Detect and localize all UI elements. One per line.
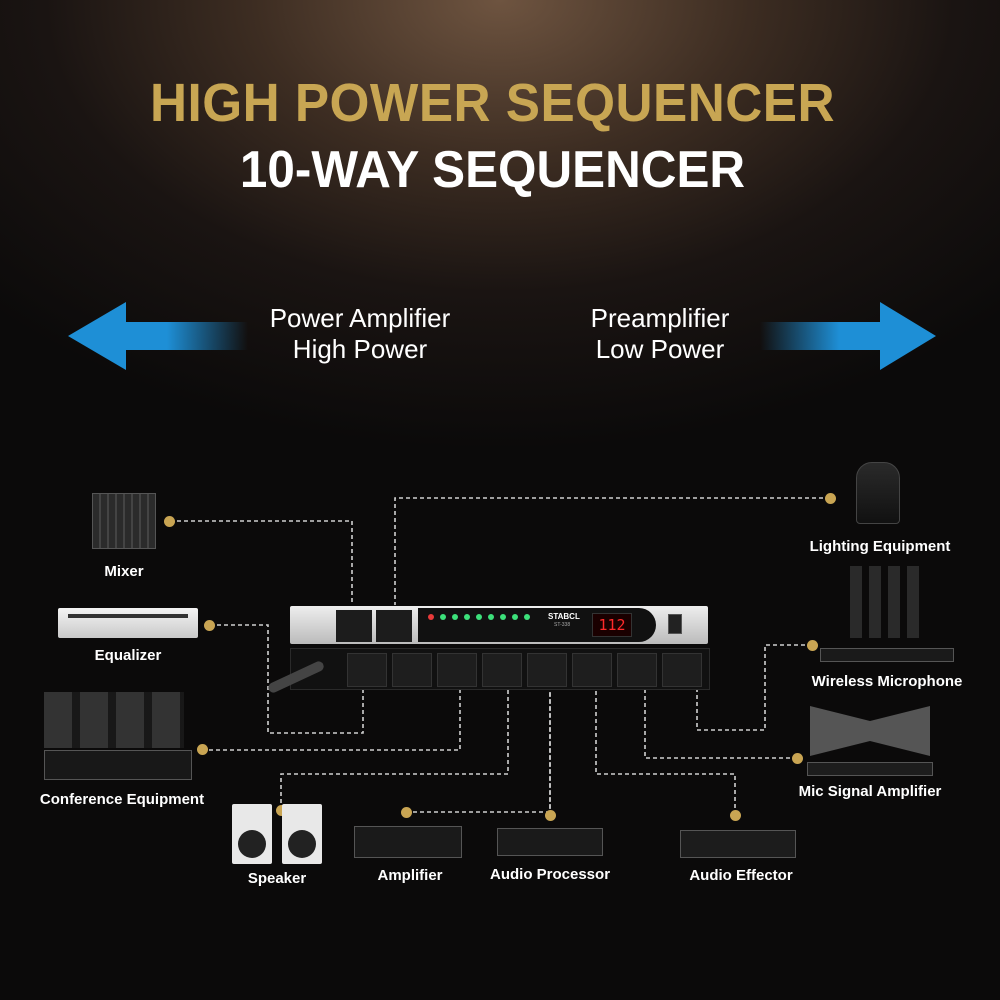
speaker-right-image bbox=[282, 804, 322, 864]
speaker-left-image bbox=[232, 804, 272, 864]
lighting-label: Lighting Equipment bbox=[809, 538, 951, 555]
rear-outlet bbox=[347, 653, 387, 687]
mic-amp-label: Mic Signal Amplifier bbox=[798, 783, 942, 800]
mixer-dot bbox=[164, 516, 175, 527]
line-wireless bbox=[696, 644, 812, 731]
rear-outlet bbox=[392, 653, 432, 687]
sequencer-rear-panel bbox=[290, 648, 710, 690]
control-panel: STABCL ST-338 112 bbox=[418, 608, 656, 642]
conference-unit-image bbox=[44, 750, 192, 780]
wireless-mics-image bbox=[850, 566, 926, 638]
led-ch4 bbox=[476, 614, 482, 620]
audio-effector-dot bbox=[730, 810, 741, 821]
arrow-left-label: Power Amplifier High Power bbox=[250, 303, 470, 365]
led-ch7 bbox=[512, 614, 518, 620]
arrow-left-icon bbox=[68, 302, 248, 370]
line-speaker bbox=[280, 688, 509, 810]
line-mic-amp bbox=[644, 688, 797, 759]
audio-effector-label: Audio Effector bbox=[689, 867, 793, 884]
arrow-left-line1: Power Amplifier bbox=[269, 303, 451, 333]
led-ch2 bbox=[452, 614, 458, 620]
led-ch5 bbox=[488, 614, 494, 620]
led-ch8 bbox=[524, 614, 530, 620]
conference-label: Conference Equipment bbox=[39, 791, 205, 808]
arrow-right-icon bbox=[760, 302, 936, 370]
wireless-mic-label: Wireless Microphone bbox=[811, 673, 963, 690]
line-effector bbox=[595, 688, 736, 815]
line-mixer bbox=[170, 520, 353, 605]
voltage-display: 112 bbox=[592, 613, 632, 637]
rear-outlet bbox=[572, 653, 612, 687]
audio-processor-label: Audio Processor bbox=[490, 866, 611, 883]
model-number: ST-338 bbox=[554, 622, 571, 628]
mixer-label: Mixer bbox=[104, 563, 144, 580]
audio-processor-image bbox=[497, 828, 603, 856]
wireless-mic-dot bbox=[807, 640, 818, 651]
led-ch3 bbox=[464, 614, 470, 620]
line-conference bbox=[202, 688, 461, 751]
conference-dot bbox=[197, 744, 208, 755]
amplifier-image bbox=[354, 826, 462, 858]
amplifier-dot bbox=[401, 807, 412, 818]
rear-outlet bbox=[527, 653, 567, 687]
led-ch1 bbox=[440, 614, 446, 620]
speaker-dot bbox=[276, 805, 287, 816]
line-lighting bbox=[394, 497, 830, 605]
speaker-label: Speaker bbox=[247, 870, 307, 887]
equalizer-dot bbox=[204, 620, 215, 631]
lighting-image bbox=[856, 462, 900, 524]
front-outlet-1 bbox=[336, 610, 372, 642]
arrow-right-line2: Low Power bbox=[595, 334, 725, 364]
conference-mics-image bbox=[44, 692, 184, 748]
audio-processor-dot bbox=[545, 810, 556, 821]
line-equalizer bbox=[210, 624, 364, 734]
rear-outlet bbox=[617, 653, 657, 687]
rear-outlet bbox=[482, 653, 522, 687]
headline: HIGH POWER SEQUENCER bbox=[149, 73, 836, 133]
power-switch[interactable] bbox=[668, 614, 682, 634]
mic-amp-unit-image bbox=[807, 762, 933, 776]
sequencer-front-panel: STABCL ST-338 112 bbox=[290, 606, 708, 644]
arrow-left-line2: High Power bbox=[292, 334, 428, 364]
subheadline: 10-WAY SEQUENCER bbox=[239, 141, 746, 199]
equalizer-image bbox=[58, 608, 198, 638]
arrow-right-label: Preamplifier Low Power bbox=[560, 303, 760, 365]
wireless-receiver-image bbox=[820, 648, 954, 662]
audio-effector-image bbox=[680, 830, 796, 858]
channel-leds bbox=[428, 614, 530, 620]
mic-amp-dot bbox=[792, 753, 803, 764]
arrow-right-line1: Preamplifier bbox=[590, 303, 730, 333]
equalizer-label: Equalizer bbox=[94, 647, 162, 664]
rear-outlet bbox=[437, 653, 477, 687]
front-outlet-2 bbox=[376, 610, 412, 642]
led-pwr bbox=[428, 614, 434, 620]
led-ch6 bbox=[500, 614, 506, 620]
brand-logo: STABCL bbox=[548, 612, 580, 621]
lighting-dot bbox=[825, 493, 836, 504]
rear-outlet bbox=[662, 653, 702, 687]
amplifier-label: Amplifier bbox=[377, 867, 443, 884]
mixer-image bbox=[92, 493, 156, 549]
